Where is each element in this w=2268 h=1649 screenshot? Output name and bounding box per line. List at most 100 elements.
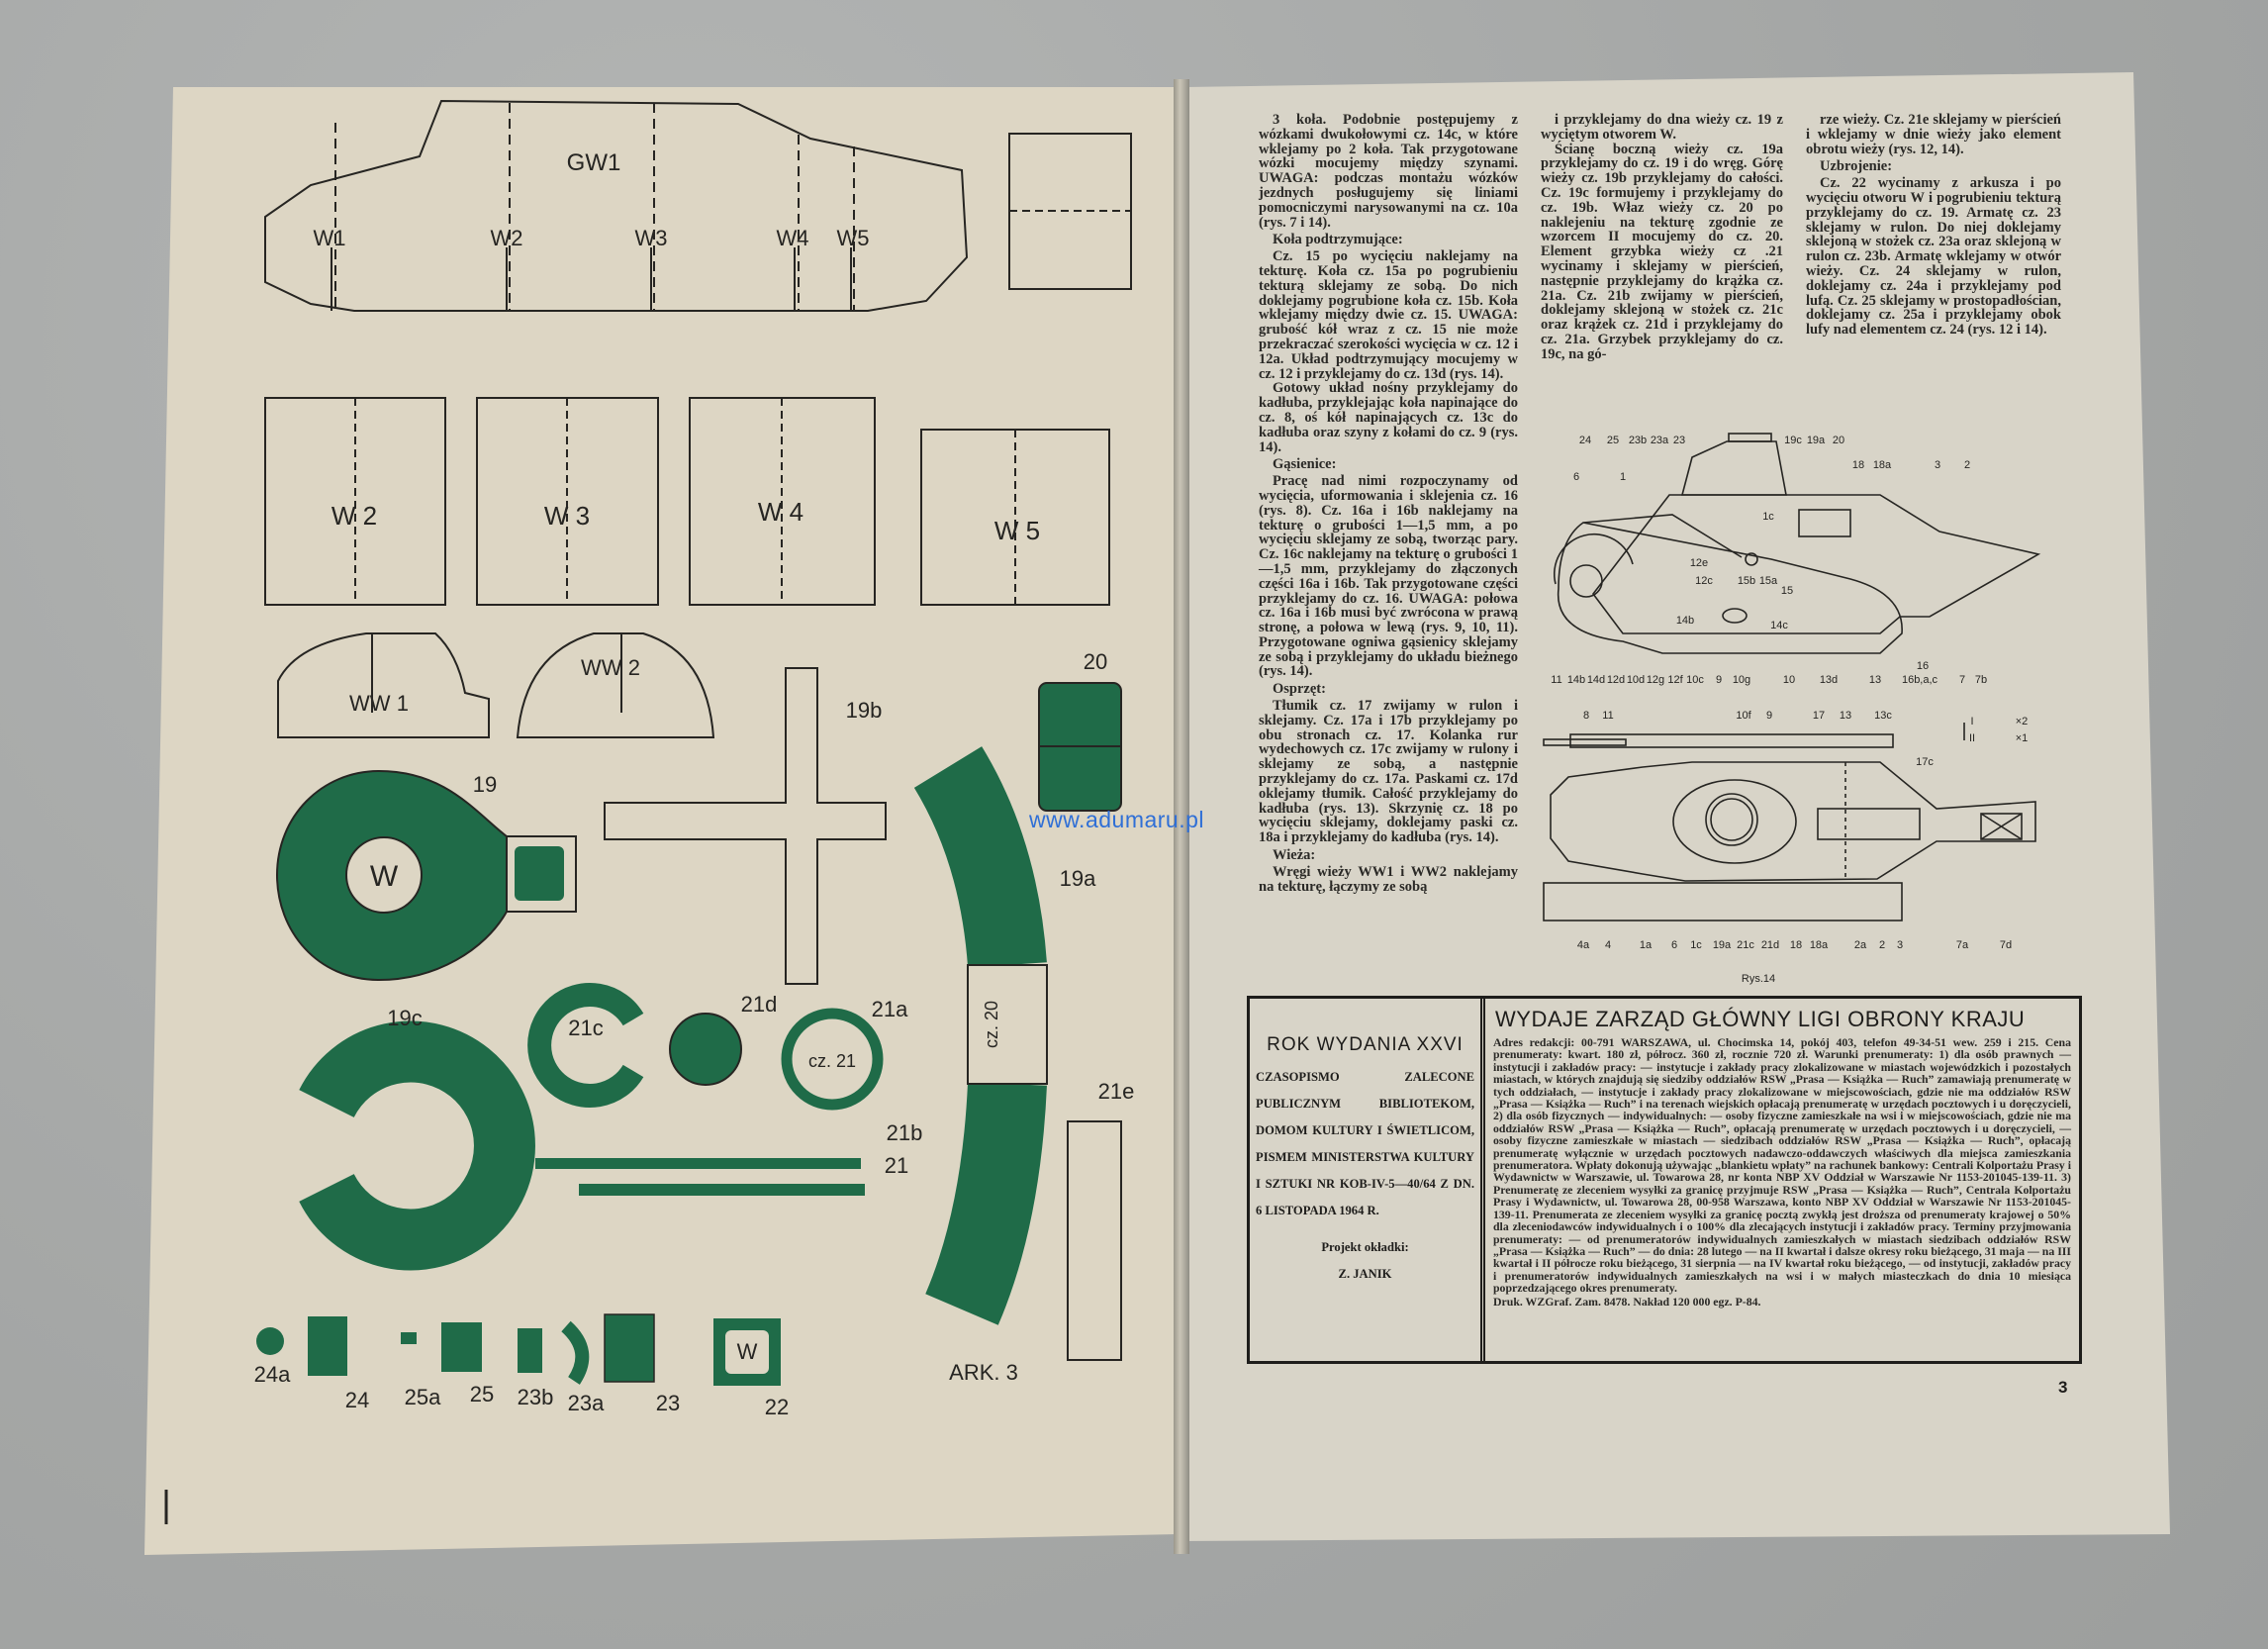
- part-label: 16b,a,c: [1902, 674, 1938, 686]
- part-label: 23b: [1629, 435, 1647, 446]
- left-page-parts: [264, 99, 1132, 985]
- imprint-box: ROK WYDANIA XXVI CZASOPISMO ZALECONE PUB…: [1247, 996, 2082, 1364]
- part-label: 23a: [568, 1391, 605, 1415]
- paragraph: Wręgi wieży WW1 i WW2 naklejamy na tektu…: [1259, 863, 1518, 895]
- part-label: 14b: [1567, 674, 1585, 686]
- part-label: 21b: [887, 1120, 923, 1145]
- publication-year: ROK WYDANIA XXVI: [1267, 1034, 1464, 1055]
- part-19a-lower: [925, 1082, 1047, 1325]
- part-label: 19a: [1060, 866, 1096, 891]
- part-label: 12e: [1690, 557, 1708, 569]
- part-label: 13: [1869, 674, 1881, 686]
- part-label: 3: [1935, 459, 1940, 471]
- part-label: 21a: [872, 997, 908, 1021]
- part-label: 20: [1833, 435, 1844, 446]
- paragraph: 3 koła. Podobnie postępujemy z wózkami d…: [1259, 112, 1518, 231]
- part-label: W 2: [331, 501, 377, 531]
- part-label: 10c: [1686, 674, 1704, 686]
- paragraph: Tłumik cz. 17 zwijamy w rulon i sklejamy…: [1259, 698, 1518, 846]
- part-label: 16: [1917, 660, 1929, 672]
- part-label: 25: [470, 1382, 494, 1406]
- watermark-text: www.adumaru.pl: [1029, 807, 1205, 832]
- part-label: 21c: [1737, 939, 1754, 951]
- part-label: 13d: [1820, 674, 1838, 686]
- part-label: 14b: [1676, 615, 1694, 627]
- part-label: 14d: [1587, 674, 1605, 686]
- part-label: 21d: [1761, 939, 1779, 951]
- part-label: 4a: [1577, 939, 1590, 951]
- part-label: 12f: [1667, 674, 1683, 686]
- part-label: I: [1970, 716, 1973, 728]
- text-column-2: i przyklejamy do dna wieży cz. 19 z wyci…: [1541, 113, 1783, 362]
- part-label: 3: [1897, 939, 1903, 951]
- print-info: Druk. WZGraf. Zam. 8478. Nakład 120 000 …: [1493, 1294, 1761, 1309]
- part-label: 1c: [1762, 511, 1774, 523]
- part-label: GW1: [567, 149, 621, 176]
- part-21: [579, 1184, 865, 1196]
- section-heading: Uzbrojenie:: [1820, 158, 1893, 175]
- part-label: II: [1969, 732, 1975, 744]
- part-21b: [535, 1158, 861, 1169]
- part-label: 10: [1783, 674, 1795, 686]
- fold-lines: [334, 103, 855, 311]
- part-label: 1c: [1690, 939, 1702, 951]
- part-label: 18a: [1810, 939, 1829, 951]
- part-label: W4: [777, 226, 809, 250]
- part-label: 20: [1084, 649, 1107, 674]
- part-label: 11: [1602, 710, 1613, 722]
- part-label: 18: [1790, 939, 1802, 951]
- part-label: 8: [1583, 710, 1589, 722]
- part-24a: [256, 1327, 284, 1355]
- part-label: 19c: [1784, 435, 1802, 446]
- tank-side-view: [1553, 433, 2041, 654]
- part-label: 19a: [1713, 939, 1732, 951]
- part-label: 10f: [1736, 710, 1751, 722]
- part-gw1: [264, 99, 969, 312]
- paragraph: Cz. 22 wycinamy z arkusza i po wycięciu …: [1806, 175, 2061, 339]
- figure-caption: Rys.14: [1742, 973, 1775, 985]
- cover-design-label: Projekt okładki:: [1321, 1240, 1409, 1254]
- subscription-info: Adres redakcji: 00-791 WARSZAWA, ul. Cho…: [1493, 1035, 2071, 1296]
- part-19a-upper: [913, 746, 1047, 969]
- part-label: cz. 21: [808, 1051, 856, 1071]
- part-label: 12g: [1647, 674, 1664, 686]
- imprint-right-panel: WYDAJE ZARZĄD GŁÓWNY LIGI OBRONY KRAJU A…: [1493, 999, 2071, 1361]
- part-label: 2a: [1854, 939, 1867, 951]
- part-label: 13: [1840, 710, 1851, 722]
- part-label: 18a: [1873, 459, 1892, 471]
- part-24: [308, 1316, 347, 1376]
- part-label: 22: [765, 1395, 789, 1419]
- paragraph: Ścianę boczną wieży cz. 19a przyklejamy …: [1541, 141, 1783, 362]
- part-label: 12d: [1607, 674, 1625, 686]
- part-label: 7: [1959, 674, 1965, 686]
- section-heading: Osprzęt:: [1273, 681, 1326, 698]
- part-23a: [561, 1320, 590, 1385]
- part-label: WW 1: [349, 691, 409, 716]
- part-label: 4: [1605, 939, 1611, 951]
- part-ww2: [516, 632, 715, 738]
- part-label: 21d: [741, 992, 778, 1017]
- part-label: 1: [1620, 471, 1626, 483]
- part-label: W2: [491, 226, 523, 250]
- slots: [331, 247, 852, 311]
- paragraph: rze wieży. Cz. 21e sklejamy w pierścień …: [1806, 112, 2061, 157]
- part-ww1: [277, 632, 490, 738]
- part-label: W 4: [758, 497, 803, 527]
- part-label: W5: [837, 226, 870, 250]
- part-label: 6: [1671, 939, 1677, 951]
- part-label: ARK. 3: [949, 1360, 1018, 1385]
- part-label: W: [737, 1339, 758, 1364]
- magazine-spine-gutter: [1174, 79, 1189, 1554]
- part-label: 7a: [1956, 939, 1969, 951]
- part-label: 23: [1673, 435, 1685, 446]
- section-heading: Wieża:: [1273, 847, 1316, 864]
- part-label: ×1: [2016, 732, 2029, 744]
- part-label: 9: [1766, 710, 1772, 722]
- ministry-recommendation: CZASOPISMO ZALECONE PUBLICZNYM BIBLIOTEK…: [1256, 1070, 1474, 1217]
- part-label: 19c: [387, 1006, 422, 1030]
- part-label: 25a: [405, 1385, 441, 1409]
- part-label: 1a: [1640, 939, 1653, 951]
- part-label: 7b: [1975, 674, 1987, 686]
- part-label: 11: [1551, 674, 1561, 686]
- section-heading: Gąsienice:: [1273, 456, 1337, 473]
